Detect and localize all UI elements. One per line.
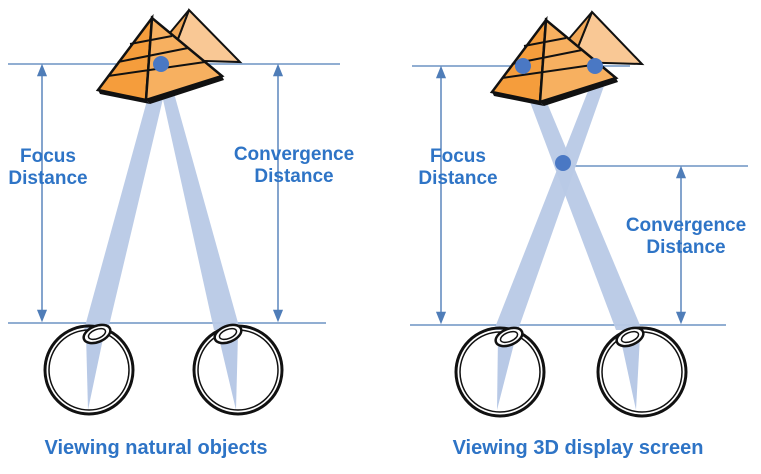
right-convergence-distance-label: Convergence Distance (614, 215, 758, 259)
right-convergence-label-line1: Convergence (625, 215, 747, 236)
pyramid-icon (95, 8, 243, 104)
right-eye-beam-3d (524, 86, 642, 330)
pyramid-icon-3d (489, 10, 645, 106)
right-focus-label-line1: Focus (430, 146, 486, 167)
left-eye-beam (84, 86, 166, 330)
left-eye-icon-3d (454, 326, 546, 418)
left-target-point-3d (515, 58, 531, 74)
right-eye-icon (192, 323, 284, 416)
left-focus-label-line1: Focus (20, 146, 76, 167)
left-eye-icon (43, 323, 135, 416)
right-panel-caption: Viewing 3D display screen (452, 437, 704, 459)
left-focus-point (153, 56, 169, 72)
left-focus-label-line2: Distance (8, 167, 88, 189)
right-focus-distance-label: Focus Distance (410, 146, 506, 190)
left-eye-inner-cone-3d (497, 336, 516, 410)
left-eye-inner-cone (86, 334, 104, 410)
right-target-point-3d (587, 58, 603, 74)
left-focus-distance-label: Focus Distance (0, 146, 96, 190)
right-convergence-label-line2: Distance (646, 236, 726, 258)
right-eye-inner-cone-3d (620, 336, 640, 410)
left-convergence-label-line1: Convergence (233, 144, 355, 165)
right-eye-inner-cone (218, 334, 238, 410)
left-convergence-distance-label: Convergence Distance (222, 144, 366, 188)
left-eye-beam-3d (494, 86, 604, 330)
right-eye-beam (160, 86, 240, 330)
left-panel-graphics (8, 8, 340, 416)
right-eye-icon-3d (596, 326, 688, 418)
left-panel-caption: Viewing natural objects (44, 437, 268, 459)
right-focus-label-line2: Distance (418, 167, 498, 189)
left-convergence-label-line2: Distance (254, 165, 334, 187)
right-panel-graphics (410, 10, 748, 418)
convergence-point (555, 155, 571, 171)
